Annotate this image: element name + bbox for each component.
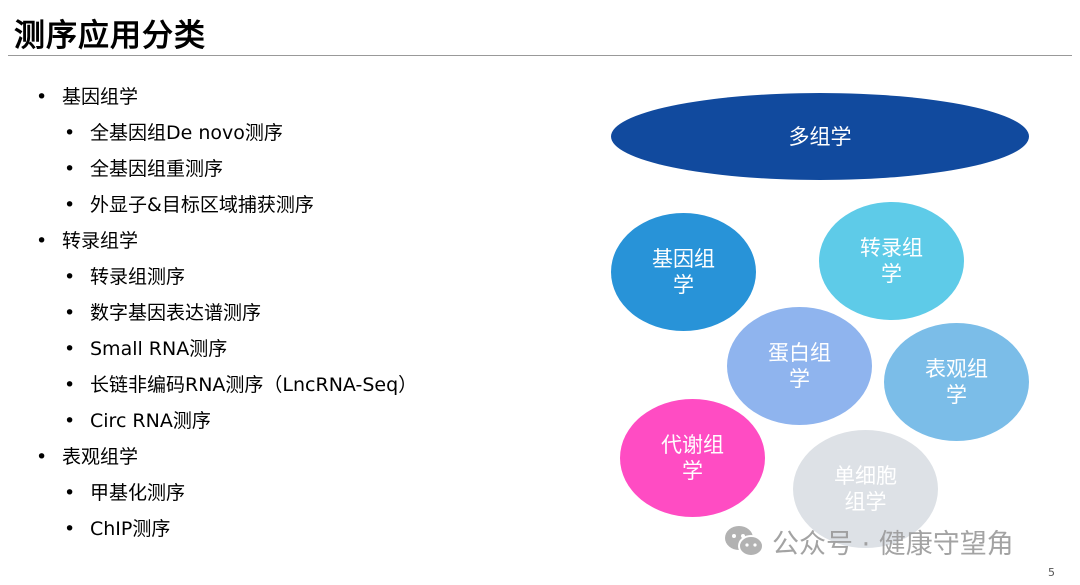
list-item: • 转录组测序 [36, 264, 417, 300]
bullet-icon: • [64, 194, 76, 216]
bullet-icon: • [64, 482, 76, 504]
node-label-line1: 基因组 [652, 247, 715, 271]
list-item-label: ChIP测序 [90, 518, 171, 540]
bullet-icon: • [64, 410, 76, 432]
wechat-icon [725, 525, 764, 557]
node-label-line2: 学 [673, 273, 694, 297]
node-label-line2: 学 [682, 459, 703, 483]
bullet-icon: • [64, 374, 76, 396]
node-label-line1: 表观组 [925, 357, 988, 381]
node-label-line2: 学 [946, 383, 967, 407]
page-number: 5 [1048, 566, 1055, 579]
list-item-label: 甲基化测序 [90, 482, 186, 504]
single-cell-node: 单细胞组学 [793, 430, 938, 548]
bullet-icon: • [36, 446, 48, 468]
list-item-label: Circ RNA测序 [90, 410, 211, 432]
list-item: • Circ RNA测序 [36, 408, 417, 444]
node-label-line1: 转录组 [860, 236, 923, 260]
list-item-label: 数字基因表达谱测序 [90, 302, 262, 324]
node-label-line1: 蛋白组 [768, 341, 831, 365]
list-item: • 甲基化测序 [36, 480, 417, 516]
node-label-line2: 组学 [844, 490, 887, 514]
list-item-label: 转录组测序 [90, 266, 186, 288]
list-item-label: 全基因组De novo测序 [90, 122, 283, 144]
page-title: 测序应用分类 [14, 18, 206, 54]
node-label: 多组学 [788, 124, 852, 149]
bullet-icon: • [64, 122, 76, 144]
list-item: • 基因组学 [36, 84, 417, 120]
list-item: • 全基因组重测序 [36, 156, 417, 192]
list-item-label: 表观组学 [62, 446, 139, 468]
list-item-label: 外显子&目标区域捕获测序 [90, 194, 314, 216]
list-item: • 全基因组De novo测序 [36, 120, 417, 156]
proteomics-node: 蛋白组学 [727, 307, 872, 425]
bullet-icon: • [64, 338, 76, 360]
list-item-label: 基因组学 [62, 86, 139, 108]
watermark-text: 公众号 · 健康守望角 [772, 529, 1014, 560]
epigenomics-node: 表观组学 [884, 323, 1029, 441]
transcriptomics-node: 转录组学 [819, 202, 964, 320]
list-item-label: 长链非编码RNA测序（LncRNA-Seq） [90, 374, 418, 396]
title-divider [8, 55, 1072, 56]
bullet-icon: • [64, 302, 76, 324]
bullet-icon: • [64, 266, 76, 288]
list-item: • 数字基因表达谱测序 [36, 300, 417, 336]
bullet-list: • 基因组学 • 全基因组De novo测序 • 全基因组重测序 • 外显子&目标区域捕获测序… [36, 84, 417, 552]
bullet-icon: • [36, 230, 48, 252]
list-item-label: 转录组学 [62, 230, 139, 252]
bullet-icon: • [64, 518, 76, 540]
list-item: • 外显子&目标区域捕获测序 [36, 192, 417, 228]
list-item-label: Small RNA测序 [90, 338, 228, 360]
genomics-node: 基因组学 [611, 213, 756, 331]
metabolomics-node: 代谢组学 [620, 399, 765, 517]
watermark: 公众号 · 健康守望角 [724, 522, 1014, 561]
list-item: • 转录组学 [36, 228, 417, 264]
bullet-icon: • [64, 158, 76, 180]
node-label-line2: 学 [881, 262, 902, 286]
list-item-label: 全基因组重测序 [90, 158, 224, 180]
node-label-line1: 代谢组 [661, 433, 724, 457]
bullet-icon: • [36, 86, 48, 108]
node-label-line2: 学 [789, 367, 810, 391]
list-item: • Small RNA测序 [36, 336, 417, 372]
list-item: • 长链非编码RNA测序（LncRNA-Seq） [36, 372, 417, 408]
list-item: • 表观组学 [36, 444, 417, 480]
list-item: • ChIP测序 [36, 516, 417, 552]
multi-omics-node: 多组学 [611, 93, 1029, 180]
node-label-line1: 单细胞 [834, 464, 897, 488]
